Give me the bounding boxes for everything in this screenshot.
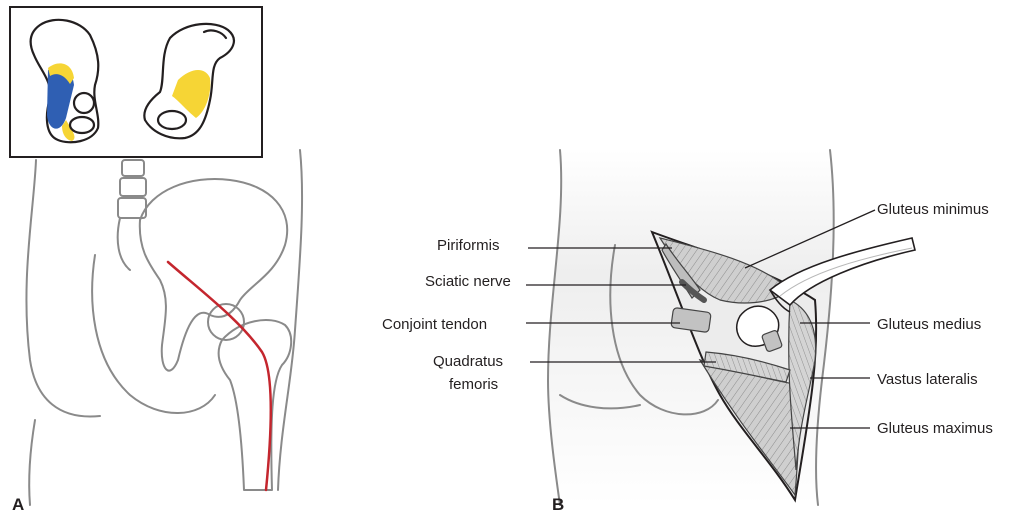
ilium [140, 179, 287, 371]
label-quadratus-line2: femoris [449, 376, 498, 393]
label-quadratus-line1: Quadratus [433, 353, 503, 370]
panel-b: Piriformis Sciatic nerve Conjoint tendon… [382, 150, 993, 514]
label-gluteus-medius: Gluteus medius [877, 316, 981, 333]
posterior-hip-illustration [26, 150, 302, 505]
label-vastus-lateralis: Vastus lateralis [877, 371, 978, 388]
label-gluteus-maximus: Gluteus maximus [877, 420, 993, 437]
label-gluteus-minimus: Gluteus minimus [877, 201, 989, 218]
panel-a: A [10, 7, 302, 514]
label-piriformis: Piriformis [437, 237, 500, 254]
panel-b-label: B [552, 495, 564, 514]
label-conjoint-tendon: Conjoint tendon [382, 316, 487, 333]
inset-pelvis-box [10, 7, 262, 157]
incision-line [168, 262, 271, 490]
label-sciatic-nerve: Sciatic nerve [425, 273, 511, 290]
panel-a-label: A [12, 495, 24, 514]
